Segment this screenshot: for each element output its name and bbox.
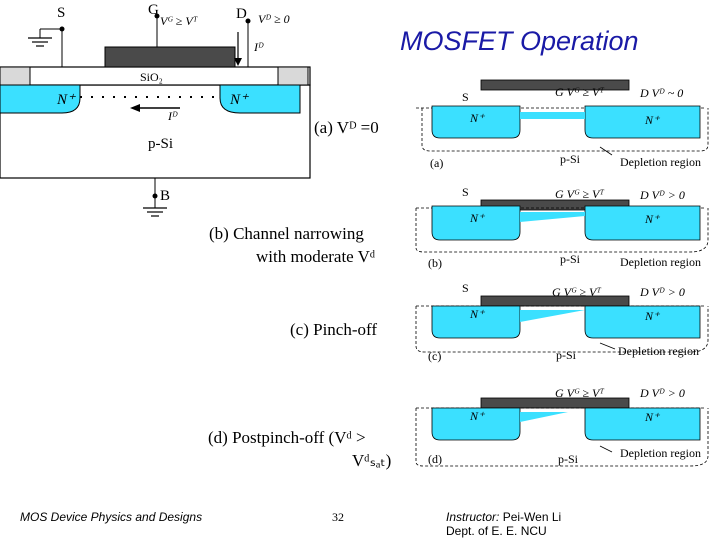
case-d-depletion-boundary bbox=[415, 408, 709, 467]
case-c-gate-condition: G Vᴳ ≥ Vᵀ bbox=[552, 285, 602, 299]
case-c-source-label: S bbox=[462, 281, 469, 295]
case-d-diagram bbox=[415, 397, 709, 467]
case-c-n-drain bbox=[584, 305, 701, 339]
gate-electrode bbox=[104, 46, 236, 68]
case-d-substrate-label: p-Si bbox=[558, 452, 579, 466]
drain-label: D bbox=[236, 6, 247, 22]
case-b-n-source bbox=[431, 205, 521, 241]
case-b-gate bbox=[480, 199, 630, 211]
case-a-depletion-pointer bbox=[599, 146, 613, 156]
body-label: B bbox=[160, 188, 171, 204]
case-a-depletion-boundary bbox=[421, 108, 709, 152]
case-b-n-drain-label: N⁺ bbox=[645, 212, 660, 226]
case-c-substrate-label: p-Si bbox=[556, 348, 577, 362]
footer-page-number: 32 bbox=[332, 510, 344, 524]
case-a-gate-condition: G Vᴳ ≥ Vᵀ bbox=[555, 85, 605, 99]
case-c-channel bbox=[520, 310, 585, 322]
page-title: MOSFET Operation bbox=[400, 26, 639, 56]
case-a-source-label: S bbox=[462, 90, 469, 104]
case-b-gate-condition: G Vᴳ ≥ Vᵀ bbox=[555, 187, 605, 201]
case-d-caption-line1: (d) Postpinch-off (Vᵈ > bbox=[208, 428, 366, 447]
case-d-n-drain-label: N⁺ bbox=[645, 410, 660, 424]
case-b-n-source-label: N⁺ bbox=[470, 211, 485, 225]
source-label: S bbox=[57, 5, 66, 21]
drain-condition-label: Vᴰ ≥ 0 bbox=[258, 12, 290, 26]
case-b-channel bbox=[520, 212, 585, 222]
case-a-drain-condition: D Vᴰ ~ 0 bbox=[640, 86, 684, 100]
drain-current-arrowhead bbox=[234, 58, 242, 66]
source-contact bbox=[0, 66, 31, 86]
case-c-caption: (c) Pinch-off bbox=[290, 320, 378, 339]
case-b-drain-condition: D Vᴰ > 0 bbox=[640, 188, 685, 202]
case-c-n-drain-label: N⁺ bbox=[645, 309, 660, 323]
case-d-n-drain bbox=[584, 407, 701, 441]
case-a-n-drain bbox=[584, 105, 701, 139]
footer-instructor-label: Instructor: bbox=[446, 510, 500, 524]
gate-label: G bbox=[148, 2, 159, 18]
case-a-n-source bbox=[431, 105, 521, 139]
case-d-gate bbox=[480, 397, 630, 409]
case-b-depletion-label: Depletion region bbox=[620, 255, 701, 269]
footer-course: MOS Device Physics and Designs bbox=[20, 510, 203, 524]
case-b-substrate-label: p-Si bbox=[560, 252, 581, 266]
case-d-n-source-label: N⁺ bbox=[470, 409, 485, 423]
case-c-n-source-label: N⁺ bbox=[470, 307, 485, 321]
case-b-n-drain bbox=[584, 205, 701, 241]
case-a-n-drain-label: N⁺ bbox=[645, 113, 660, 127]
case-c-depletion-pointer bbox=[599, 342, 616, 350]
case-c-depletion-boundary bbox=[415, 306, 709, 353]
case-c-gate bbox=[480, 295, 630, 307]
case-d-depletion-label: Depletion region bbox=[620, 446, 701, 460]
footer-instructor-name: Pei-Wen Li bbox=[502, 510, 562, 524]
case-c-depletion-label: Depletion region bbox=[618, 344, 699, 358]
case-a-n-source-label: N⁺ bbox=[470, 111, 485, 125]
channel-current-arrowhead bbox=[130, 104, 140, 112]
case-a-tag: (a) bbox=[430, 156, 444, 170]
case-d-tag: (d) bbox=[428, 452, 442, 466]
n-plus-source-region bbox=[0, 84, 81, 114]
case-d-n-source bbox=[431, 407, 521, 441]
case-b-tag: (b) bbox=[428, 256, 442, 270]
case-b-source-label: S bbox=[462, 185, 469, 199]
drain-current-label: Iᴰ bbox=[254, 40, 264, 54]
case-a-depletion-label: Depletion region bbox=[620, 155, 701, 169]
case-c-drain-condition: D Vᴰ > 0 bbox=[640, 285, 685, 299]
case-b-caption-line1: (b) Channel narrowing bbox=[209, 224, 364, 243]
case-a-substrate-label: p-Si bbox=[560, 152, 581, 166]
channel-current-label: Iᴰ bbox=[168, 109, 178, 123]
case-a-channel bbox=[520, 112, 585, 119]
footer-instructor: Instructor: Pei-Wen Li bbox=[446, 510, 561, 524]
case-b-diagram bbox=[415, 199, 709, 253]
case-d-gate-condition: G Vᴳ ≥ Vᵀ bbox=[555, 386, 605, 400]
n-plus-drain-region bbox=[219, 84, 301, 114]
case-d-channel bbox=[520, 412, 568, 422]
case-d-caption-line2: Vᵈₛₐₜ) bbox=[352, 451, 392, 470]
main-mosfet bbox=[0, 13, 311, 217]
case-b-caption-line2: with moderate Vᵈ bbox=[256, 247, 376, 266]
case-b-depletion-boundary bbox=[415, 208, 709, 253]
case-a-caption: (a) Vᴰ =0 bbox=[314, 118, 379, 137]
case-d-drain-condition: D Vᴰ > 0 bbox=[640, 386, 685, 400]
footer-department: Dept. of E. E. NCU bbox=[446, 524, 547, 538]
oxide-label: SiO₂ bbox=[140, 70, 163, 84]
n-plus-drain-label: N⁺ bbox=[230, 92, 248, 108]
case-a-diagram bbox=[416, 79, 709, 156]
case-c-tag: (c) bbox=[428, 349, 442, 363]
case-c-diagram bbox=[415, 295, 709, 353]
case-a-gate bbox=[480, 79, 630, 91]
drain-contact bbox=[277, 66, 309, 86]
substrate-label: p-Si bbox=[148, 136, 174, 152]
case-d-depletion-pointer bbox=[599, 445, 613, 453]
case-c-n-source bbox=[431, 305, 521, 339]
gate-condition-label: Vᴳ ≥ Vᵀ bbox=[160, 14, 198, 28]
n-plus-source-label: N⁺ bbox=[57, 92, 75, 108]
